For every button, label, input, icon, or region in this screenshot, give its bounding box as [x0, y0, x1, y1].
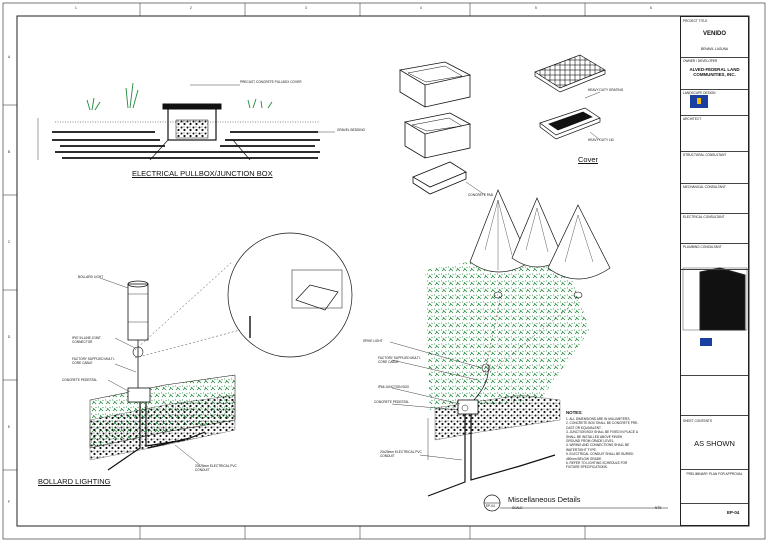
tb-contents-cell	[681, 417, 748, 470]
callout-spike-light: SPIKE LIGHT	[363, 339, 383, 343]
tb-owner-name: ALVED-FEDERAL LAND COMMUNITIES, INC.	[689, 67, 740, 77]
tb-plumbing-cell	[681, 243, 748, 270]
grid-row-f: F	[8, 500, 10, 504]
note-item: SHALL BE INSTALLED ABOVE FINISH	[566, 434, 623, 439]
grid-row-b: B	[8, 150, 11, 154]
note-item: GROUND FROM GRADE LEVEL.	[566, 439, 615, 444]
tb-mechanical-label: MECHANICAL CONSULTANT	[683, 185, 726, 189]
note-item: 450mm BELOW GRADE.	[566, 456, 603, 461]
tb-status: PRELIMINARY PLAN FOR APPROVAL	[686, 472, 743, 476]
callout-bollard-light: BOLLARD LIGHT	[78, 275, 104, 279]
callout-junction-box: IP66 JUNCTION BOX	[378, 385, 410, 389]
title-block-graphics	[682, 95, 748, 346]
tb-project-sub: BENAVIL LAGUNA	[700, 47, 729, 51]
note-item: 3. JUNCTION BOX SHALL BE FIXED IN PLACE …	[566, 430, 638, 435]
cover-iso	[534, 54, 606, 140]
callout-cover-1: HEAVY DUTY GRATING	[588, 88, 624, 92]
callout-cover-2: HEAVY DUTY LID	[588, 138, 614, 142]
callout-concrete-pedestal-2: CONCRETE PEDESTAL	[374, 400, 410, 404]
grid-col-3: 3	[305, 6, 307, 10]
grid-row-d: D	[8, 335, 11, 339]
callout-concrete-pad: CONCRETE PAD	[468, 193, 494, 197]
note-item: 1. ALL DIMENSIONS ARE IN MILLIMETERS.	[566, 417, 631, 421]
misc-title: Miscellaneous Details	[508, 495, 581, 504]
misc-detail	[425, 189, 611, 497]
misc-scale-label: SCALE	[512, 506, 523, 510]
callout-inline-connector: IP67 IN-LINE JOINT CONNECTOR	[72, 336, 101, 344]
grid-row-a: A	[8, 55, 11, 59]
tb-owner-label: OWNER / DEVELOPER	[683, 59, 718, 63]
pullbox-section	[37, 82, 320, 161]
title-block: PROJECT TITLE VENIDO BENAVIL LAGUNA OWNE…	[680, 16, 749, 526]
tb-electrical-label: ELECTRICAL CONSULTANT	[683, 215, 725, 219]
note-item: WATERTIGHT TYPE.	[566, 447, 597, 452]
notes-heading: NOTES:	[566, 410, 583, 415]
tb-project-name: VENIDO	[702, 31, 726, 37]
callout-concrete-pedestal: CONCRETE PEDESTAL	[62, 378, 98, 382]
note-item: 6. REFER TO LIGHTING SCHEDULE FOR	[566, 461, 628, 466]
tb-developer-label: LANDSCAPE DESIGN	[683, 91, 716, 95]
bollard-title: BOLLARD LIGHTING	[38, 477, 111, 486]
grid-row-e: E	[8, 425, 11, 429]
grid-col-5: 5	[535, 6, 537, 10]
grid-col-1: 1	[75, 6, 77, 10]
pullbox-iso	[398, 61, 472, 195]
tb-project-cell	[681, 17, 748, 58]
tb-contents-label: SHEET CONTENTS	[683, 419, 712, 423]
tb-number-divider	[681, 502, 748, 504]
tb-sheet-number: EP-04	[727, 510, 740, 515]
tb-architect-cell	[681, 115, 748, 152]
tb-structural-label: STRUCTURAL CONSULTANT	[683, 153, 727, 157]
callout-conduit-misc: 20x25mm ELECTRICAL PVC CONDUIT	[380, 450, 422, 458]
tb-structural-cell	[681, 151, 748, 184]
grid-row-c: C	[8, 240, 11, 244]
tb-logo-cell	[681, 335, 748, 376]
callout-factory-cable: FACTORY SUPPLIED MULTI-CORE CABLE	[72, 357, 115, 365]
notes-list: 1. ALL DIMENSIONS ARE IN MILLIMETERS. 2.…	[566, 417, 638, 470]
tb-electrical-cell	[681, 213, 748, 244]
pullbox-title: ELECTRICAL PULLBOX/JUNCTION BOX	[132, 169, 273, 178]
tb-architect-label: ARCHITECT	[683, 117, 702, 121]
grid-col-6: 6	[650, 6, 652, 10]
note-item: FIXTURE SPECIFICATIONS.	[566, 465, 608, 470]
tb-plumbing-label: PLUMBING CONSULTANT	[683, 245, 722, 249]
tb-owner-cell	[681, 57, 748, 90]
callout-pullbox-note: PRECAST CONCRETE PULLBOX COVER	[240, 80, 302, 84]
callout-conduit-bollard: 20x25mm ELECTRICAL PVC CONDUIT	[195, 464, 237, 472]
note-item: 2. CONCRETE BOX SHALL BE CONCRETE PRE-	[566, 421, 639, 426]
tb-info-cell	[681, 375, 748, 416]
callout-factory-cable-2: FACTORY SUPPLIED MULTI-CORE CABLE	[378, 356, 421, 364]
bollard-detail	[89, 232, 353, 471]
misc-ref: EP-04	[486, 504, 495, 508]
callout-gravel-bed: GRAVEL BEDDING	[337, 128, 365, 132]
cover-title: Cover	[578, 155, 599, 164]
tb-project-label: PROJECT TITLE	[683, 19, 708, 23]
tb-scale-value: AS SHOWN	[694, 439, 735, 448]
grid-col-4: 4	[420, 6, 422, 10]
tb-developer-cell	[681, 89, 748, 116]
tb-mechanical-cell	[681, 183, 748, 214]
note-item: CAST OR EQUIVALENT.	[566, 425, 602, 430]
misc-scale-value: NTS	[655, 506, 662, 510]
note-item: 4. WIRING AND CONNECTIONS SHALL BE	[566, 443, 630, 448]
grid-col-2: 2	[190, 6, 192, 10]
note-item: 5. ELECTRICAL CONDUIT SHALL BE BURIED	[566, 452, 634, 457]
